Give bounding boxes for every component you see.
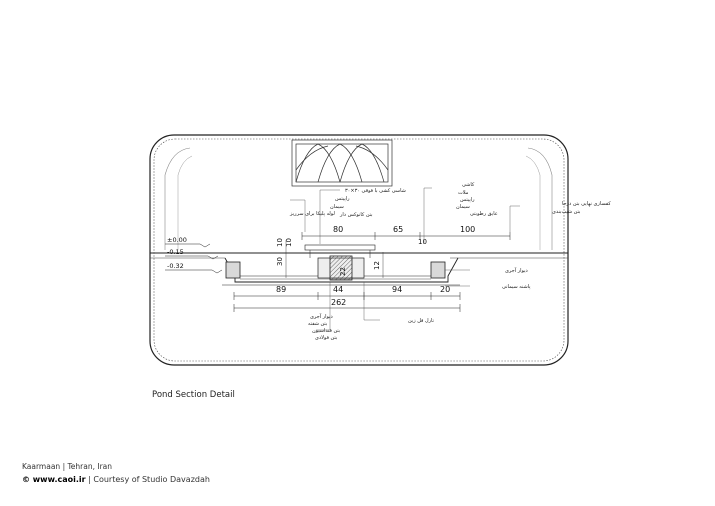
courtesy-text: Courtesy of Studio Davazdah: [93, 475, 210, 484]
label-bottom-1: بتن شفته: [308, 321, 327, 327]
label-left-1: شاسی کشی با فوقی ۳۰×۳۰: [345, 188, 406, 194]
dim-80: 80: [333, 225, 343, 234]
right-arch: [527, 147, 553, 250]
left-arch: [164, 147, 191, 250]
level-0: ±0.00: [167, 236, 187, 244]
level-2: -0.32: [167, 262, 184, 270]
label-right-top-1: ملات: [458, 190, 469, 196]
label-bottom-2: بتن فنداسیون: [312, 328, 340, 334]
label-left-2: راپیتس: [335, 196, 350, 202]
pond-section: [222, 244, 460, 286]
dim-small-3: 12: [373, 261, 381, 270]
label-bottom-3: بتن فولادی: [315, 335, 337, 341]
label-left-3: سیمان: [330, 204, 344, 210]
label-right-top-4: عایق رطوبتی: [470, 211, 498, 217]
drawing-frame-outer: [149, 134, 569, 366]
bottom-dimension-line: [233, 292, 461, 312]
drawing-caption: Pond Section Detail: [152, 390, 235, 400]
caoi-logo: © www.caoi.ir: [22, 475, 86, 484]
label-left-4: بتن کانوکس دار: [339, 212, 373, 218]
dim-94: 94: [392, 285, 402, 294]
lattice-window: [291, 139, 393, 187]
credit-line: © www.caoi.ir | Courtesy of Studio Davaz…: [22, 475, 210, 484]
dim-vertical-center: 22: [339, 267, 347, 276]
dim-small-0: 10: [276, 238, 284, 247]
label-right-top-2: راپیتس: [460, 197, 475, 203]
dim-44: 44: [333, 285, 343, 294]
dim-total-262: 262: [331, 298, 346, 307]
level-markers: ±0.00 -0.15 -0.32: [165, 236, 223, 274]
label-right-side-0: دیوار آجری: [505, 267, 528, 274]
dim-small-1: 30: [276, 257, 284, 266]
label-bottom-0: دیوار آجری: [310, 313, 333, 320]
label-right-top-3: سیمان: [456, 204, 470, 210]
label-right-top-0: کاشی: [462, 182, 475, 188]
dim-small-4: 10: [418, 238, 427, 246]
project-location: Kaarmaan | Tehran, Iran: [22, 462, 112, 471]
label-far-right-0: کفسازی نهایی بتن درجا: [562, 201, 611, 207]
label-bottom-mid: تارل فل زین: [408, 318, 435, 324]
dim-65: 65: [393, 225, 403, 234]
level-1: -0.15: [167, 248, 184, 256]
drawing-frame-inner: [153, 138, 565, 362]
top-dimension-line: [301, 232, 511, 240]
label-right-side-1: پاشنه سیمانی: [502, 284, 531, 290]
label-far-right-1: بتن شیب‌بندی: [552, 209, 580, 215]
credit-separator: |: [85, 475, 94, 484]
dim-100: 100: [460, 225, 475, 234]
label-left-0: لوله پلیکا برای سرریز: [289, 211, 335, 217]
dim-89: 89: [276, 285, 286, 294]
dim-20: 20: [440, 285, 450, 294]
dim-small-2: 10: [285, 238, 293, 247]
